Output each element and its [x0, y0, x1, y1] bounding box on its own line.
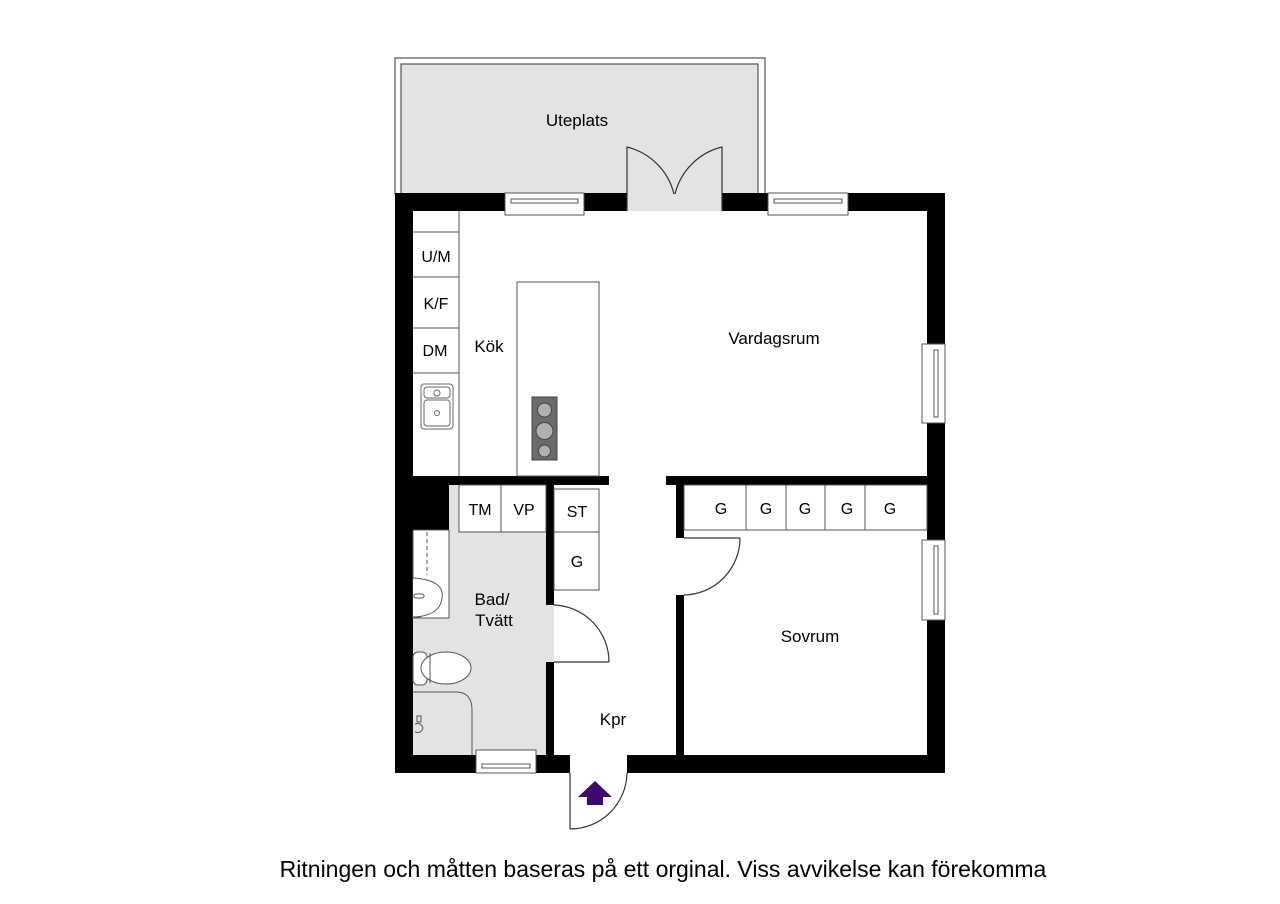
laundry-units [458, 484, 547, 533]
toilet-icon [412, 651, 472, 686]
patio [394, 57, 766, 195]
entrance-door[interactable] [569, 772, 628, 830]
wardrobes [683, 484, 928, 531]
room-label-bedroom: Sovrum [781, 627, 840, 646]
unit-label-vp: VP [513, 502, 534, 519]
room-label-living: Vardagsrum [728, 329, 819, 348]
sink-icon [420, 383, 454, 430]
unit-label-kf: K/F [424, 296, 449, 313]
hall-units [553, 488, 600, 591]
room-label-bath-2: Tvätt [475, 611, 513, 630]
wardrobe-label: G [841, 501, 853, 518]
disclaimer-text: Ritningen och måtten baseras på ett orgi… [279, 856, 1047, 882]
entrance-arrow-icon [578, 781, 612, 805]
room-label-bath-1: Bad/ [475, 590, 510, 609]
kitchen-counter [413, 211, 460, 476]
unit-label-st: ST [567, 504, 588, 521]
patio-door[interactable] [626, 146, 723, 211]
wardrobe-label: G [799, 501, 811, 518]
wardrobe-label: G [760, 501, 772, 518]
wardrobe-label: G [715, 501, 727, 518]
room-label-hall: Kpr [600, 710, 627, 729]
unit-label-tm: TM [468, 502, 491, 519]
wardrobe-label: G [884, 501, 896, 518]
bathroom-door[interactable] [553, 604, 610, 663]
outer-walls [395, 193, 945, 773]
washbasin-icon [412, 529, 450, 619]
unit-label-hall-g: G [571, 554, 583, 571]
unit-label-um: U/M [421, 249, 450, 266]
windows [475, 192, 946, 774]
unit-label-dm: DM [423, 343, 448, 360]
room-label-kitchen: Kök [474, 337, 504, 356]
hob-icon [531, 396, 558, 461]
kitchen-island [516, 281, 600, 477]
bedroom-door[interactable] [683, 537, 741, 596]
shower-icon [413, 691, 473, 755]
inner-walls [413, 476, 927, 755]
room-label-patio: Uteplats [546, 111, 608, 130]
